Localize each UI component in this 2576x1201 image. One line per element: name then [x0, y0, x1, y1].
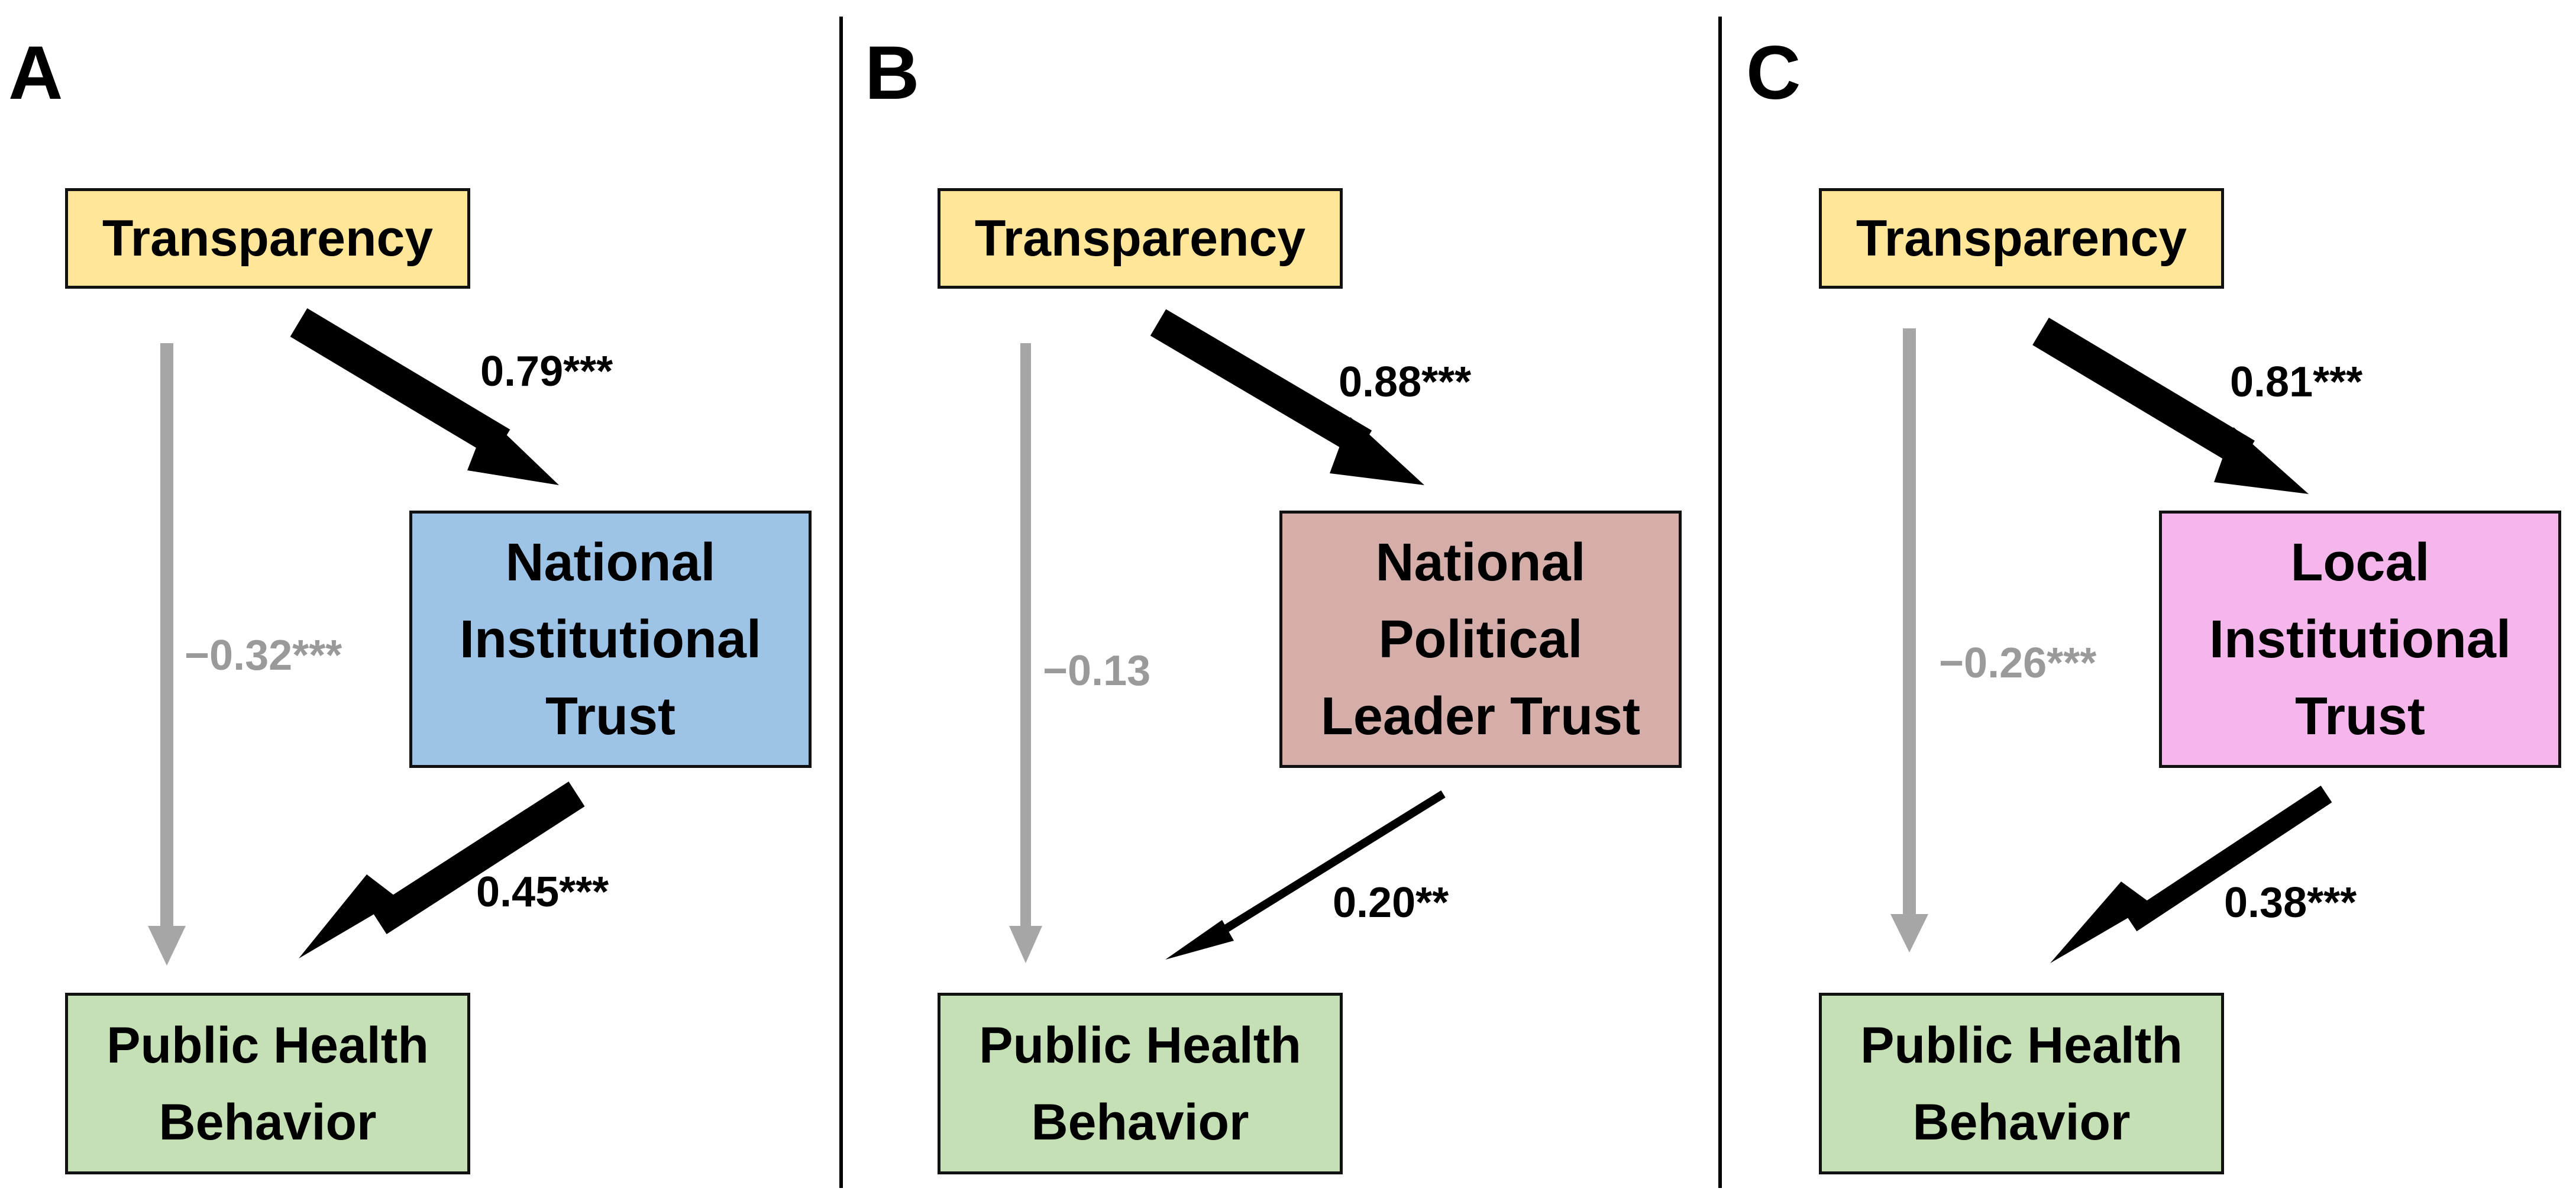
behavior-box: Public Health Behavior	[938, 993, 1343, 1174]
mediator-label: National Institutional Trust	[460, 524, 761, 755]
a-path-arrow	[2032, 317, 2309, 494]
panel-letter: B	[865, 31, 920, 115]
b-path-coefficient: 0.20**	[1333, 879, 1449, 926]
mediator-line-1: Local	[2290, 532, 2430, 592]
mediator-line-2: Political	[1378, 609, 1583, 669]
transparency-box: Transparency	[1819, 188, 2224, 289]
transparency-label: Transparency	[102, 209, 434, 267]
panel-divider	[839, 17, 843, 1188]
mediator-line-3: Trust	[545, 686, 676, 746]
direct-path-coefficient: −0.32***	[185, 632, 342, 679]
panel-divider	[1718, 17, 1722, 1188]
direct-path-arrow	[148, 343, 186, 966]
mediator-box: Local Institutional Trust	[2159, 511, 2561, 768]
a-path-coefficient: 0.79***	[480, 348, 613, 395]
transparency-box: Transparency	[938, 188, 1343, 289]
behavior-label: Public Health Behavior	[979, 1007, 1301, 1161]
behavior-box: Public Health Behavior	[65, 993, 470, 1174]
behavior-label: Public Health Behavior	[1860, 1007, 2183, 1161]
mediator-line-1: National	[505, 532, 716, 592]
panel-b: B Transparency National Political Leader…	[856, 0, 1714, 1201]
direct-path-arrow	[1009, 343, 1042, 963]
behavior-line-2: Behavior	[1912, 1093, 2131, 1151]
a-path-arrow	[290, 308, 559, 485]
path-arrows	[1890, 317, 2332, 963]
b-path-coefficient: 0.45***	[476, 869, 609, 916]
b-path-coefficient: 0.38***	[2224, 879, 2357, 926]
mediator-label: National Political Leader Trust	[1321, 524, 1640, 755]
mediator-box: National Institutional Trust	[409, 511, 812, 768]
panel-c: C Transparency Local Institutional Trust	[1738, 0, 2576, 1201]
transparency-label: Transparency	[974, 209, 1306, 267]
behavior-line-1: Public Health	[979, 1016, 1301, 1074]
behavior-label: Public Health Behavior	[106, 1007, 429, 1161]
direct-path-arrow	[1890, 328, 1928, 953]
panel-a: A Transparency National Institutional Tr…	[0, 0, 858, 1201]
panel-letter: A	[8, 31, 63, 115]
mediator-line-1: National	[1375, 532, 1586, 592]
behavior-line-2: Behavior	[1031, 1093, 1249, 1151]
behavior-line-1: Public Health	[1860, 1016, 2183, 1074]
behavior-box: Public Health Behavior	[1819, 993, 2224, 1174]
mediator-line-3: Leader Trust	[1320, 686, 1641, 746]
behavior-line-2: Behavior	[159, 1093, 377, 1151]
path-arrows	[1009, 309, 1446, 963]
mediator-line-2: Institutional	[2209, 609, 2511, 669]
direct-path-coefficient: −0.26***	[1939, 640, 2097, 687]
a-path-coefficient: 0.88***	[1339, 359, 1472, 406]
path-arrows	[148, 308, 585, 966]
b-path-arrow	[299, 781, 585, 958]
mediator-box: National Political Leader Trust	[1279, 511, 1682, 768]
direct-path-coefficient: −0.13	[1043, 647, 1151, 695]
a-path-coefficient: 0.81***	[2230, 359, 2363, 406]
a-path-arrow	[1150, 309, 1424, 485]
mediator-label: Local Institutional Trust	[2209, 524, 2511, 755]
b-path-arrow	[1165, 790, 1446, 960]
panel-letter: C	[1746, 31, 1801, 115]
mediator-line-3: Trust	[2294, 686, 2426, 746]
b-path-arrow	[2050, 785, 2332, 963]
transparency-label: Transparency	[1856, 209, 2187, 267]
transparency-box: Transparency	[65, 188, 470, 289]
mediator-line-2: Institutional	[460, 609, 761, 669]
behavior-line-1: Public Health	[106, 1016, 429, 1074]
